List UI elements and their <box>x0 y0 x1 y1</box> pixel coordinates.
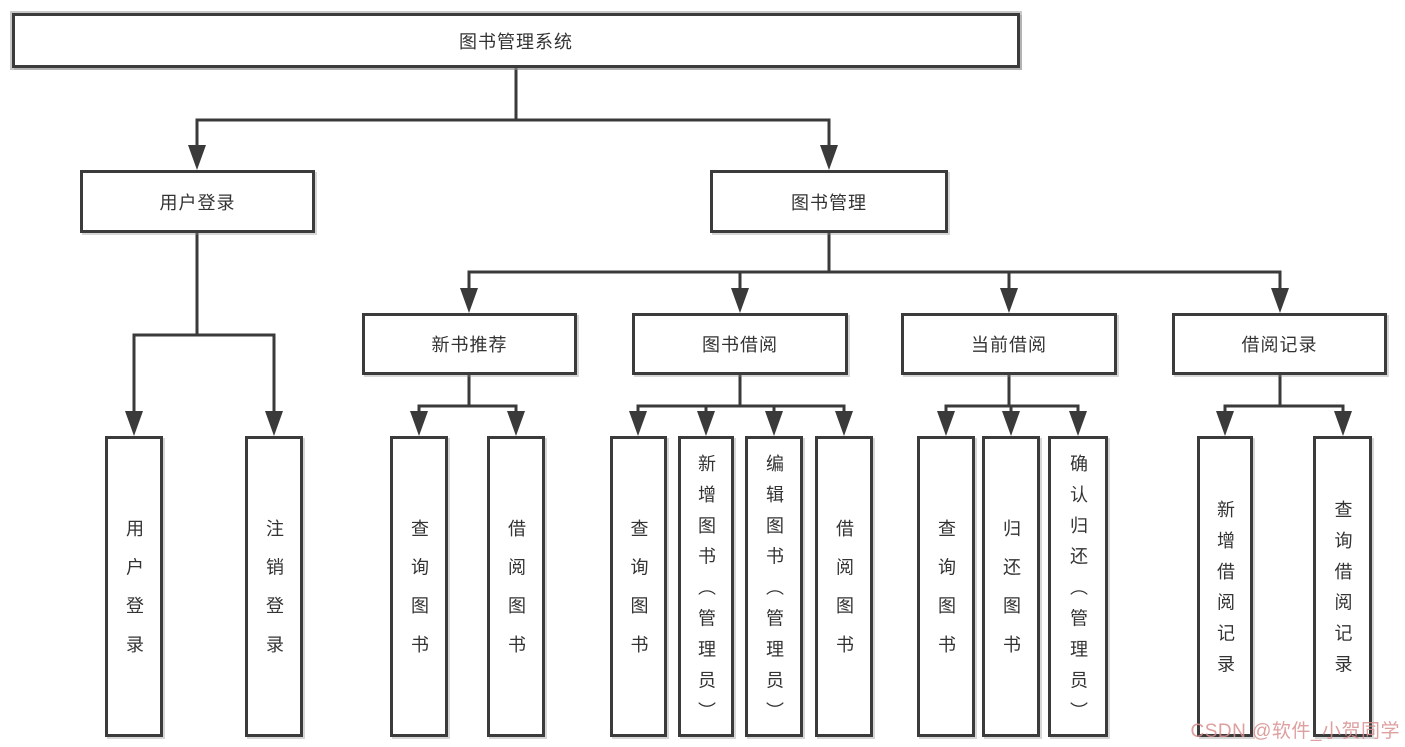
leaf-query-books-current: 查询图书 <box>917 436 975 737</box>
leaf-query-books-borrow-label: 查询图书 <box>628 519 649 675</box>
leaf-return-books-label: 归还图书 <box>1001 519 1021 675</box>
leaf-query-borrow-record: 查询借阅记录 <box>1313 436 1372 737</box>
leaf-query-books-recommend-label: 查询图书 <box>409 519 429 675</box>
leaf-add-borrow-record-label: 新增借阅记录 <box>1215 500 1235 686</box>
node-book-management-label: 图书管理 <box>791 192 867 213</box>
leaf-add-borrow-record: 新增借阅记录 <box>1197 436 1253 737</box>
leaf-user-login-label: 用户登录 <box>124 519 144 675</box>
leaf-add-books-admin: 新增图书（管理员） <box>678 436 734 737</box>
connector-book-management <box>467 233 1282 291</box>
leaf-borrow-books-recommend-label: 借阅图书 <box>506 519 526 675</box>
node-current-borrow: 当前借阅 <box>901 313 1117 375</box>
node-book-borrow: 图书借阅 <box>632 313 848 375</box>
connector-current-borrow <box>944 375 1080 414</box>
node-book-management: 图书管理 <box>710 170 948 233</box>
node-library-management-system-label: 图书管理系统 <box>459 31 573 52</box>
connector-user-login <box>132 233 276 414</box>
node-book-borrow-label: 图书借阅 <box>702 335 778 355</box>
leaf-query-books-current-label: 查询图书 <box>936 519 956 675</box>
node-user-login: 用户登录 <box>80 170 315 233</box>
leaf-query-books-recommend: 查询图书 <box>390 436 448 737</box>
leaf-return-books: 归还图书 <box>982 436 1040 737</box>
node-new-book-recommend: 新书推荐 <box>362 313 577 375</box>
leaf-add-books-admin-label: 新增图书（管理员） <box>696 453 716 733</box>
node-library-management-system: 图书管理系统 <box>12 13 1020 68</box>
leaf-edit-books-admin-label: 编辑图书（管理员） <box>764 453 784 733</box>
connector-new-book-recommend <box>417 375 518 414</box>
leaf-query-borrow-record-label: 查询借阅记录 <box>1332 500 1353 686</box>
leaf-logout: 注销登录 <box>245 436 303 737</box>
leaf-borrow-books-recommend: 借阅图书 <box>487 436 545 737</box>
connector-book-borrow <box>636 375 846 414</box>
leaf-edit-books-admin: 编辑图书（管理员） <box>745 436 803 737</box>
connector-root <box>195 68 831 150</box>
node-user-login-label: 用户登录 <box>159 192 236 213</box>
watermark: CSDN @软件_小贺同学 <box>1190 721 1400 742</box>
leaf-logout-label: 注销登录 <box>264 519 284 675</box>
leaf-confirm-return-admin: 确认归还（管理员） <box>1048 436 1108 737</box>
leaf-borrow-books: 借阅图书 <box>815 436 873 737</box>
connector-borrow-records <box>1223 375 1345 414</box>
node-borrow-records: 借阅记录 <box>1172 313 1387 375</box>
leaf-confirm-return-admin-label: 确认归还（管理员） <box>1068 453 1088 733</box>
leaf-borrow-books-label: 借阅图书 <box>834 519 854 675</box>
node-current-borrow-label: 当前借阅 <box>971 335 1047 355</box>
node-borrow-records-label: 借阅记录 <box>1241 335 1318 355</box>
leaf-query-books-borrow: 查询图书 <box>610 436 667 737</box>
node-new-book-recommend-label: 新书推荐 <box>431 335 508 355</box>
leaf-user-login: 用户登录 <box>105 436 163 737</box>
